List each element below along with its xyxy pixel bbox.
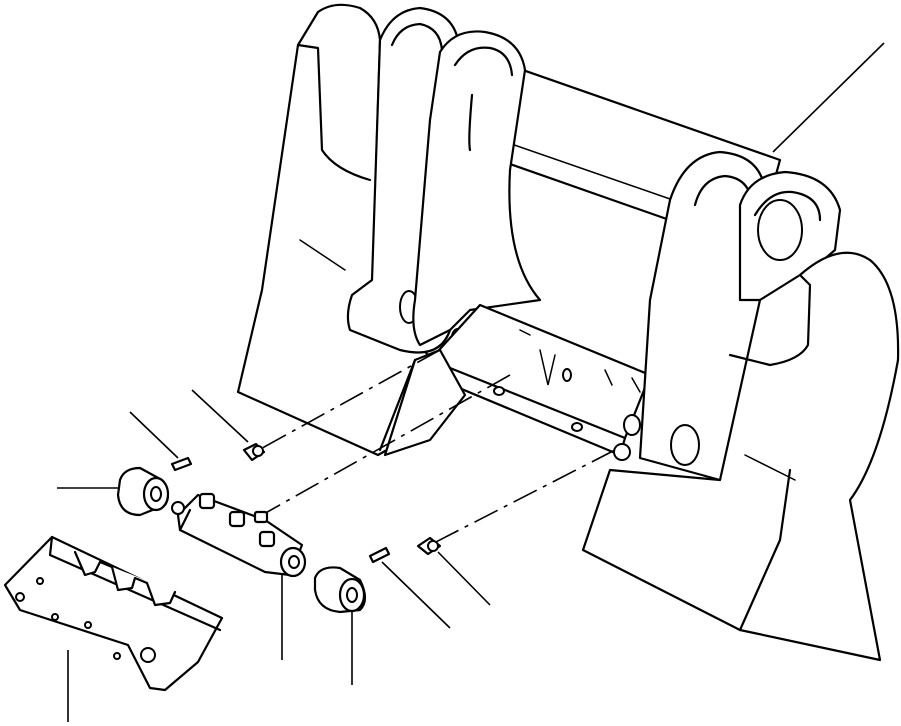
leader-lines <box>57 42 885 722</box>
bushing-left <box>116 466 170 517</box>
right-outer-plate <box>581 251 900 662</box>
mounting-bar <box>428 303 652 457</box>
leader-fitting-lower <box>437 551 491 606</box>
grease-fitting-lower <box>416 536 442 556</box>
leader-pin-upper <box>129 411 179 459</box>
leader-right-top <box>772 42 885 153</box>
grease-fitting-upper <box>242 442 266 462</box>
leader-fitting-upper <box>191 389 249 443</box>
distributor-block <box>171 492 307 578</box>
assembly-lines <box>254 349 616 546</box>
roll-pin-lower <box>368 546 391 564</box>
leader-pin-lower <box>381 561 451 629</box>
roll-pin-upper <box>170 456 193 472</box>
right-inner-arm <box>738 170 842 302</box>
bracket-plate <box>3 535 224 692</box>
bushing-right <box>313 566 367 614</box>
